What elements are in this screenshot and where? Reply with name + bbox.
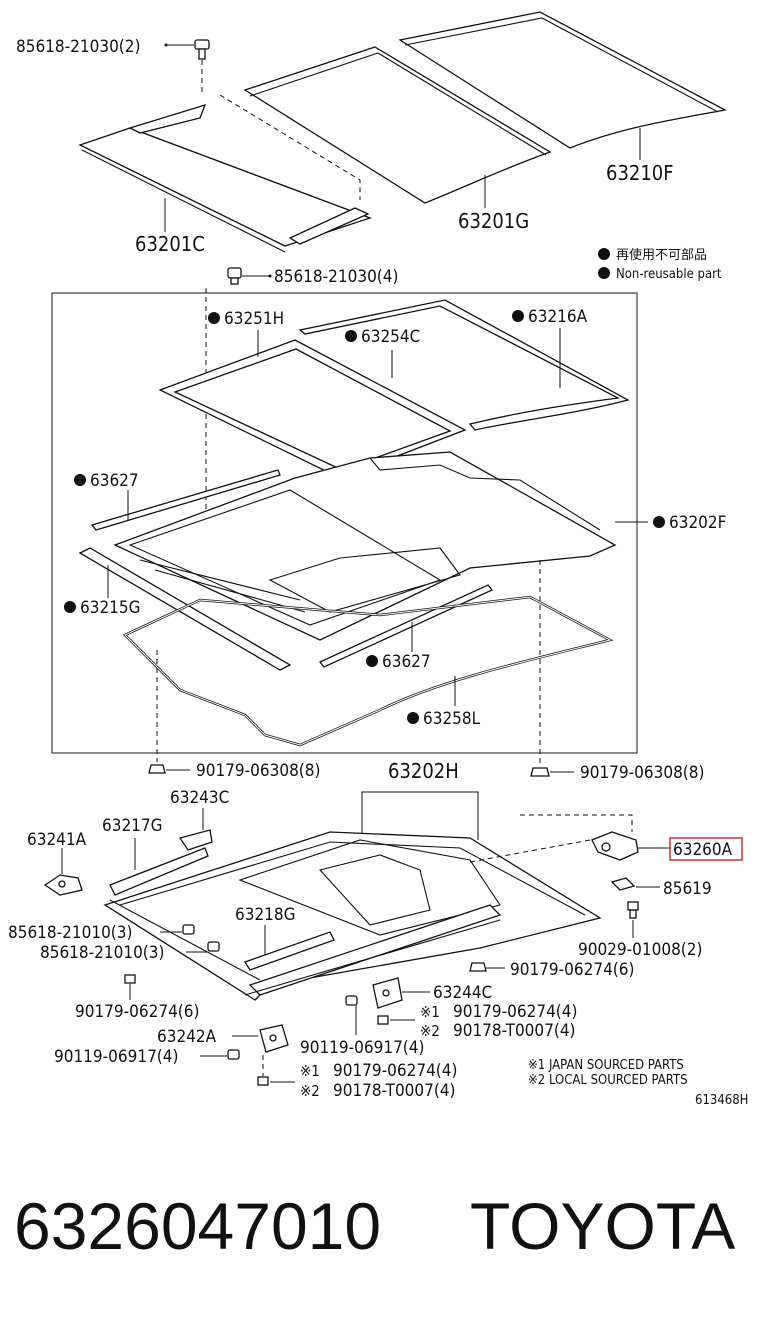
label-clip-left: 90179-06308(8)	[196, 761, 320, 781]
rail-63627-left	[90, 469, 281, 531]
frame-box	[51, 292, 638, 754]
bracket-63244C	[372, 977, 403, 1009]
bracket-63243C	[178, 829, 213, 851]
note-1: ※1 JAPAN SOURCED PARTS	[528, 1058, 684, 1073]
label-m2-nut: 90178-T0007(4)	[453, 1021, 576, 1041]
clip-90179-06308-left	[148, 764, 166, 774]
seal-63216A	[298, 299, 630, 431]
screw-90119-06917-mid	[345, 995, 358, 1006]
label-90029: 90029-01008(2)	[578, 940, 702, 960]
label-bolt-b: 85618-21010(3)	[40, 943, 164, 963]
mark-2-a: ※2	[420, 1022, 440, 1040]
label-63201G: 63201G	[458, 209, 529, 233]
label-nut-left: 90179-06274(6)	[75, 1002, 199, 1022]
label-63201C: 63201C	[135, 232, 205, 256]
pad-85619	[610, 877, 636, 891]
figure-id: 613468H	[695, 1093, 748, 1108]
housing-63202F	[113, 451, 617, 641]
trim-63217G	[109, 847, 209, 896]
label-63258L: 63258L	[423, 709, 481, 729]
label-b2-nut: 90178-T0007(4)	[333, 1081, 456, 1101]
bolt-85618-21010-a	[182, 924, 195, 935]
label-63627-left: 63627	[90, 471, 139, 491]
legend-jp: 再使用不可部品	[616, 247, 707, 263]
label-clip-right: 90179-06308(8)	[580, 763, 704, 783]
trim-63218G	[244, 931, 335, 971]
legend-en: Non-reusable part	[616, 267, 722, 282]
label-bolt-top: 85618-21030(2)	[16, 37, 140, 57]
brand-name: TOYOTA	[470, 1189, 736, 1263]
label-63202H: 63202H	[388, 759, 459, 783]
footer: 6326047010 TOYOTA	[0, 1188, 760, 1278]
bracket-63241A	[43, 874, 83, 896]
sunshade-63201C	[78, 103, 372, 253]
label-63243C: 63243C	[170, 788, 229, 808]
mark-2-b: ※2	[300, 1082, 320, 1100]
mark-1-a: ※1	[420, 1003, 440, 1021]
nut-90179-06274-mid	[469, 962, 487, 972]
clip-90179-06308-right	[530, 767, 550, 777]
label-63241A: 63241A	[27, 830, 87, 850]
seal-63251H	[158, 339, 467, 479]
part-number: 6326047010	[14, 1189, 382, 1263]
nut-90179-06274-left	[124, 974, 136, 984]
label-63254C: 63254C	[361, 327, 420, 347]
label-63244C: 63244C	[433, 983, 492, 1003]
seal-63258L	[122, 595, 614, 747]
label-screw-mid: 90119-06917(4)	[300, 1038, 424, 1058]
label-63242A: 63242A	[157, 1027, 217, 1047]
bracket-63242A	[259, 1024, 289, 1053]
label-63217G: 63217G	[102, 816, 163, 836]
nut-63244C-small	[377, 1015, 389, 1025]
label-bolt-mid: 85618-21030(4)	[274, 267, 398, 287]
part-63260A	[591, 831, 639, 861]
bolt-85618-21030-top	[194, 39, 210, 60]
legend-dot-icon	[598, 267, 610, 279]
label-63215G: 63215G	[80, 598, 141, 618]
glass-63201G	[243, 46, 552, 204]
label-63216A: 63216A	[528, 307, 588, 327]
bolt-85618-21030-mid	[227, 267, 242, 285]
label-85619: 85619	[663, 879, 712, 899]
screw-90119-06917-left	[227, 1049, 240, 1060]
label-nut-mid: 90179-06274(6)	[510, 960, 634, 980]
strip-63215G	[78, 547, 292, 671]
panel-63210F	[398, 11, 727, 149]
label-screw-left: 90119-06917(4)	[54, 1047, 178, 1067]
label-bolt-a: 85618-21010(3)	[8, 923, 132, 943]
label-63218G: 63218G	[235, 905, 296, 925]
label-63627-right: 63627	[382, 652, 431, 672]
mark-1-b: ※1	[300, 1062, 320, 1080]
label-m1-nut: 90179-06274(4)	[453, 1002, 577, 1022]
clip-90029-01008	[627, 901, 639, 919]
nut-bottom	[257, 1076, 269, 1086]
label-63202F: 63202F	[669, 513, 726, 533]
label-b1-nut: 90179-06274(4)	[333, 1061, 457, 1081]
highlight-box	[669, 837, 743, 861]
note-2: ※2 LOCAL SOURCED PARTS	[528, 1073, 688, 1088]
label-63210F: 63210F	[606, 161, 674, 185]
frame-assembly-63202H	[103, 831, 602, 1001]
label-63251H: 63251H	[224, 309, 284, 329]
legend-dot-icon	[598, 248, 610, 260]
bolt-85618-21010-b	[207, 941, 220, 952]
label-63260A: 63260A	[673, 840, 733, 860]
legend: 再使用不可部品 Non-reusable part	[598, 247, 722, 282]
